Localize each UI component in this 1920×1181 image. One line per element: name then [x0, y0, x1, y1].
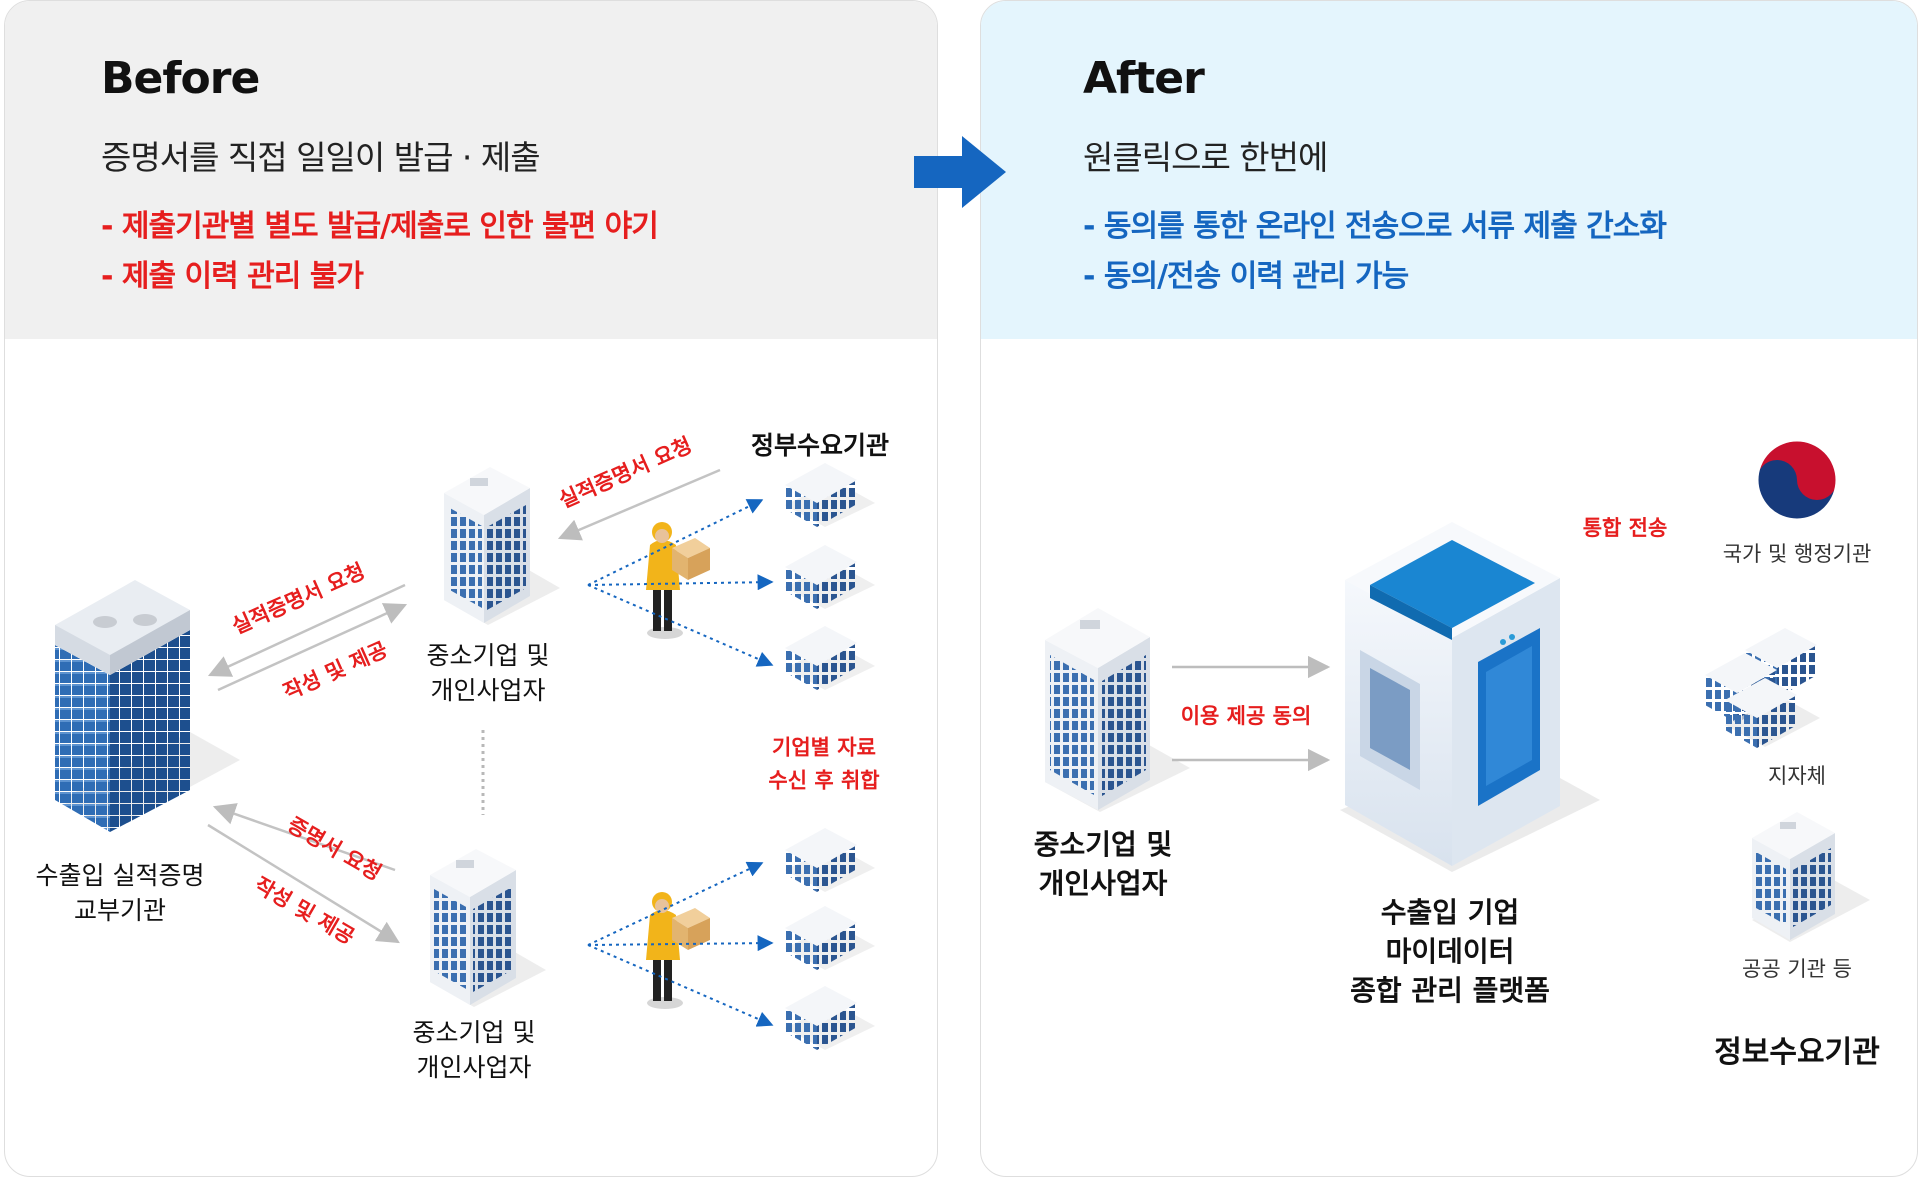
sme-building-top-icon — [444, 467, 560, 625]
taeguk-emblem-icon — [1755, 438, 1839, 522]
box-icon — [672, 908, 710, 950]
before-bullet-1: - 제출기관별 별도 발급/제출로 인한 불편 야기 — [101, 209, 659, 244]
public-agency-label: 공공 기관 등 — [1742, 957, 1852, 981]
sme-label-bottom: 중소기업 및 개인사업자 — [413, 1015, 536, 1085]
server-icon — [1340, 522, 1600, 872]
collect-label-line1: 기업별 자료 — [772, 735, 876, 760]
issuer-label: 수출입 실적증명 교부기관 — [36, 858, 205, 928]
before-bullet-2: - 제출 이력 관리 불가 — [101, 259, 364, 294]
platform-label: 수출입 기업 마이데이터 종합 관리 플랫폼 — [1350, 893, 1550, 1011]
local-gov-buildings-icon — [1705, 628, 1820, 748]
after-title: After — [1083, 53, 1205, 104]
after-header: After 원클릭으로 한번에 - 동의를 통한 온라인 전송으로 서류 제출 … — [981, 1, 1917, 339]
sme-label-bottom-line2: 개인사업자 — [416, 1053, 532, 1082]
sme-building-bottom-icon — [430, 849, 546, 1007]
after-bullet-2: - 동의/전송 이력 관리 가능 — [1083, 259, 1409, 294]
public-building-icon — [1752, 812, 1870, 942]
platform-label-line3: 종합 관리 플랫폼 — [1350, 974, 1550, 1008]
issuer-label-line1: 수출입 실적증명 — [35, 861, 205, 890]
platform-label-line2: 마이데이터 — [1385, 935, 1515, 969]
issuer-label-line2: 교부기관 — [73, 896, 167, 925]
gov-demand-label: 정부수요기관 — [750, 431, 890, 460]
sme-label-after-line2: 개인사업자 — [1038, 867, 1168, 901]
after-panel: After 원클릭으로 한번에 - 동의를 통한 온라인 전송으로 서류 제출 … — [980, 0, 1918, 1177]
flow-arrow-icon — [914, 136, 1006, 208]
info-demand-label: 정보수요기관 — [1714, 1035, 1880, 1070]
sme-label-after-line1: 중소기업 및 — [1033, 828, 1173, 861]
after-subtitle: 원클릭으로 한번에 — [1083, 138, 1328, 177]
local-gov-label: 지자체 — [1768, 764, 1826, 788]
platform-label-line1: 수출입 기업 — [1380, 896, 1520, 929]
integrated-send-label: 통합 전송 — [1582, 516, 1668, 540]
before-header: Before 증명서를 직접 일일이 발급 · 제출 - 제출기관별 별도 발급… — [5, 1, 937, 339]
courier-icon — [646, 522, 710, 639]
sme-label-bottom-line1: 중소기업 및 — [412, 1018, 536, 1047]
collect-label: 기업별 자료 수신 후 취합 — [768, 731, 879, 796]
consent-label: 이용 제공 동의 — [1180, 704, 1312, 728]
sme-label-top-line2: 개인사업자 — [430, 676, 546, 705]
after-bullet-1: - 동의를 통한 온라인 전송으로 서류 제출 간소화 — [1083, 209, 1667, 244]
before-subtitle: 증명서를 직접 일일이 발급 · 제출 — [101, 138, 541, 177]
national-agency-label: 국가 및 행정기관 — [1722, 542, 1872, 566]
sme-label-top: 중소기업 및 개인사업자 — [427, 638, 550, 708]
gov-building-icon — [785, 463, 875, 1050]
sme-label-top-line1: 중소기업 및 — [426, 641, 550, 670]
sme-building-after-icon — [1045, 608, 1190, 812]
courier-icon — [646, 892, 710, 1009]
box-icon — [672, 538, 710, 580]
before-title: Before — [101, 53, 260, 104]
sme-label-after: 중소기업 및 개인사업자 — [1034, 825, 1173, 903]
issuer-building-icon — [55, 580, 240, 832]
collect-label-line2: 수신 후 취합 — [768, 768, 880, 792]
